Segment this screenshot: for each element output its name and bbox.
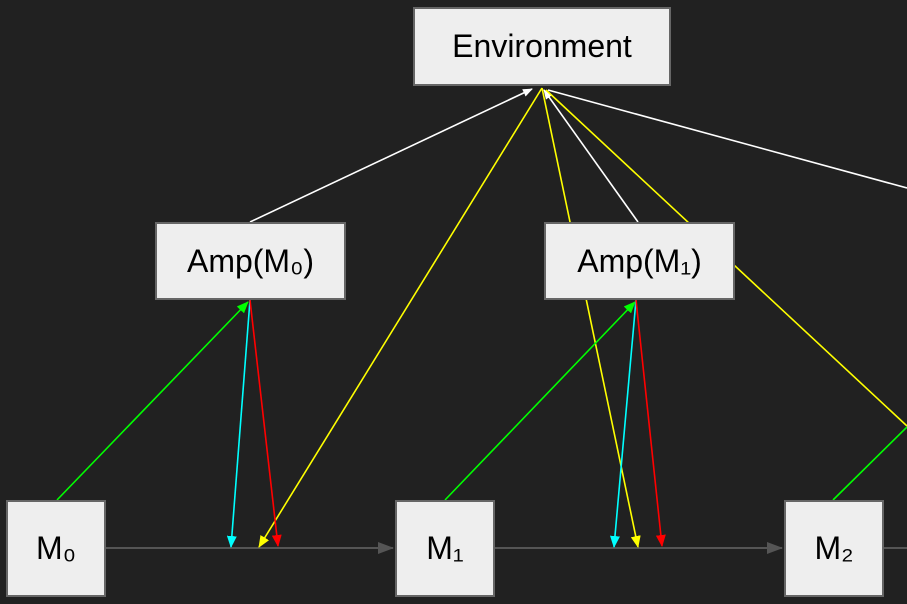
edge-m1-amp1-green (444, 301, 636, 501)
amp-m0-node[interactable]: Amp(M₀) (155, 222, 346, 300)
edge-amp1-t1-cyan (609, 299, 637, 548)
edge-m2-amp2-green (832, 426, 907, 501)
edge-m0-amp0-green (56, 301, 249, 501)
m2-node[interactable]: M₂ (784, 500, 884, 597)
edge-env-t1-yellow (541, 87, 641, 548)
edge-amp0-t0-red (249, 299, 282, 547)
edge-amp1-t1-red (635, 299, 666, 547)
edge-amp1-env (543, 89, 639, 223)
edge-env-offscreen (547, 89, 907, 189)
edge-amp0-env (249, 88, 533, 223)
amp-m1-node[interactable]: Amp(M₁) (544, 222, 735, 300)
environment-node[interactable]: Environment (413, 7, 671, 86)
edge-amp0-t0-cyan (226, 299, 251, 548)
m0-node[interactable]: M₀ (6, 500, 106, 597)
edge-env-t0-yellow (258, 87, 543, 548)
m1-node[interactable]: M₁ (395, 500, 495, 597)
